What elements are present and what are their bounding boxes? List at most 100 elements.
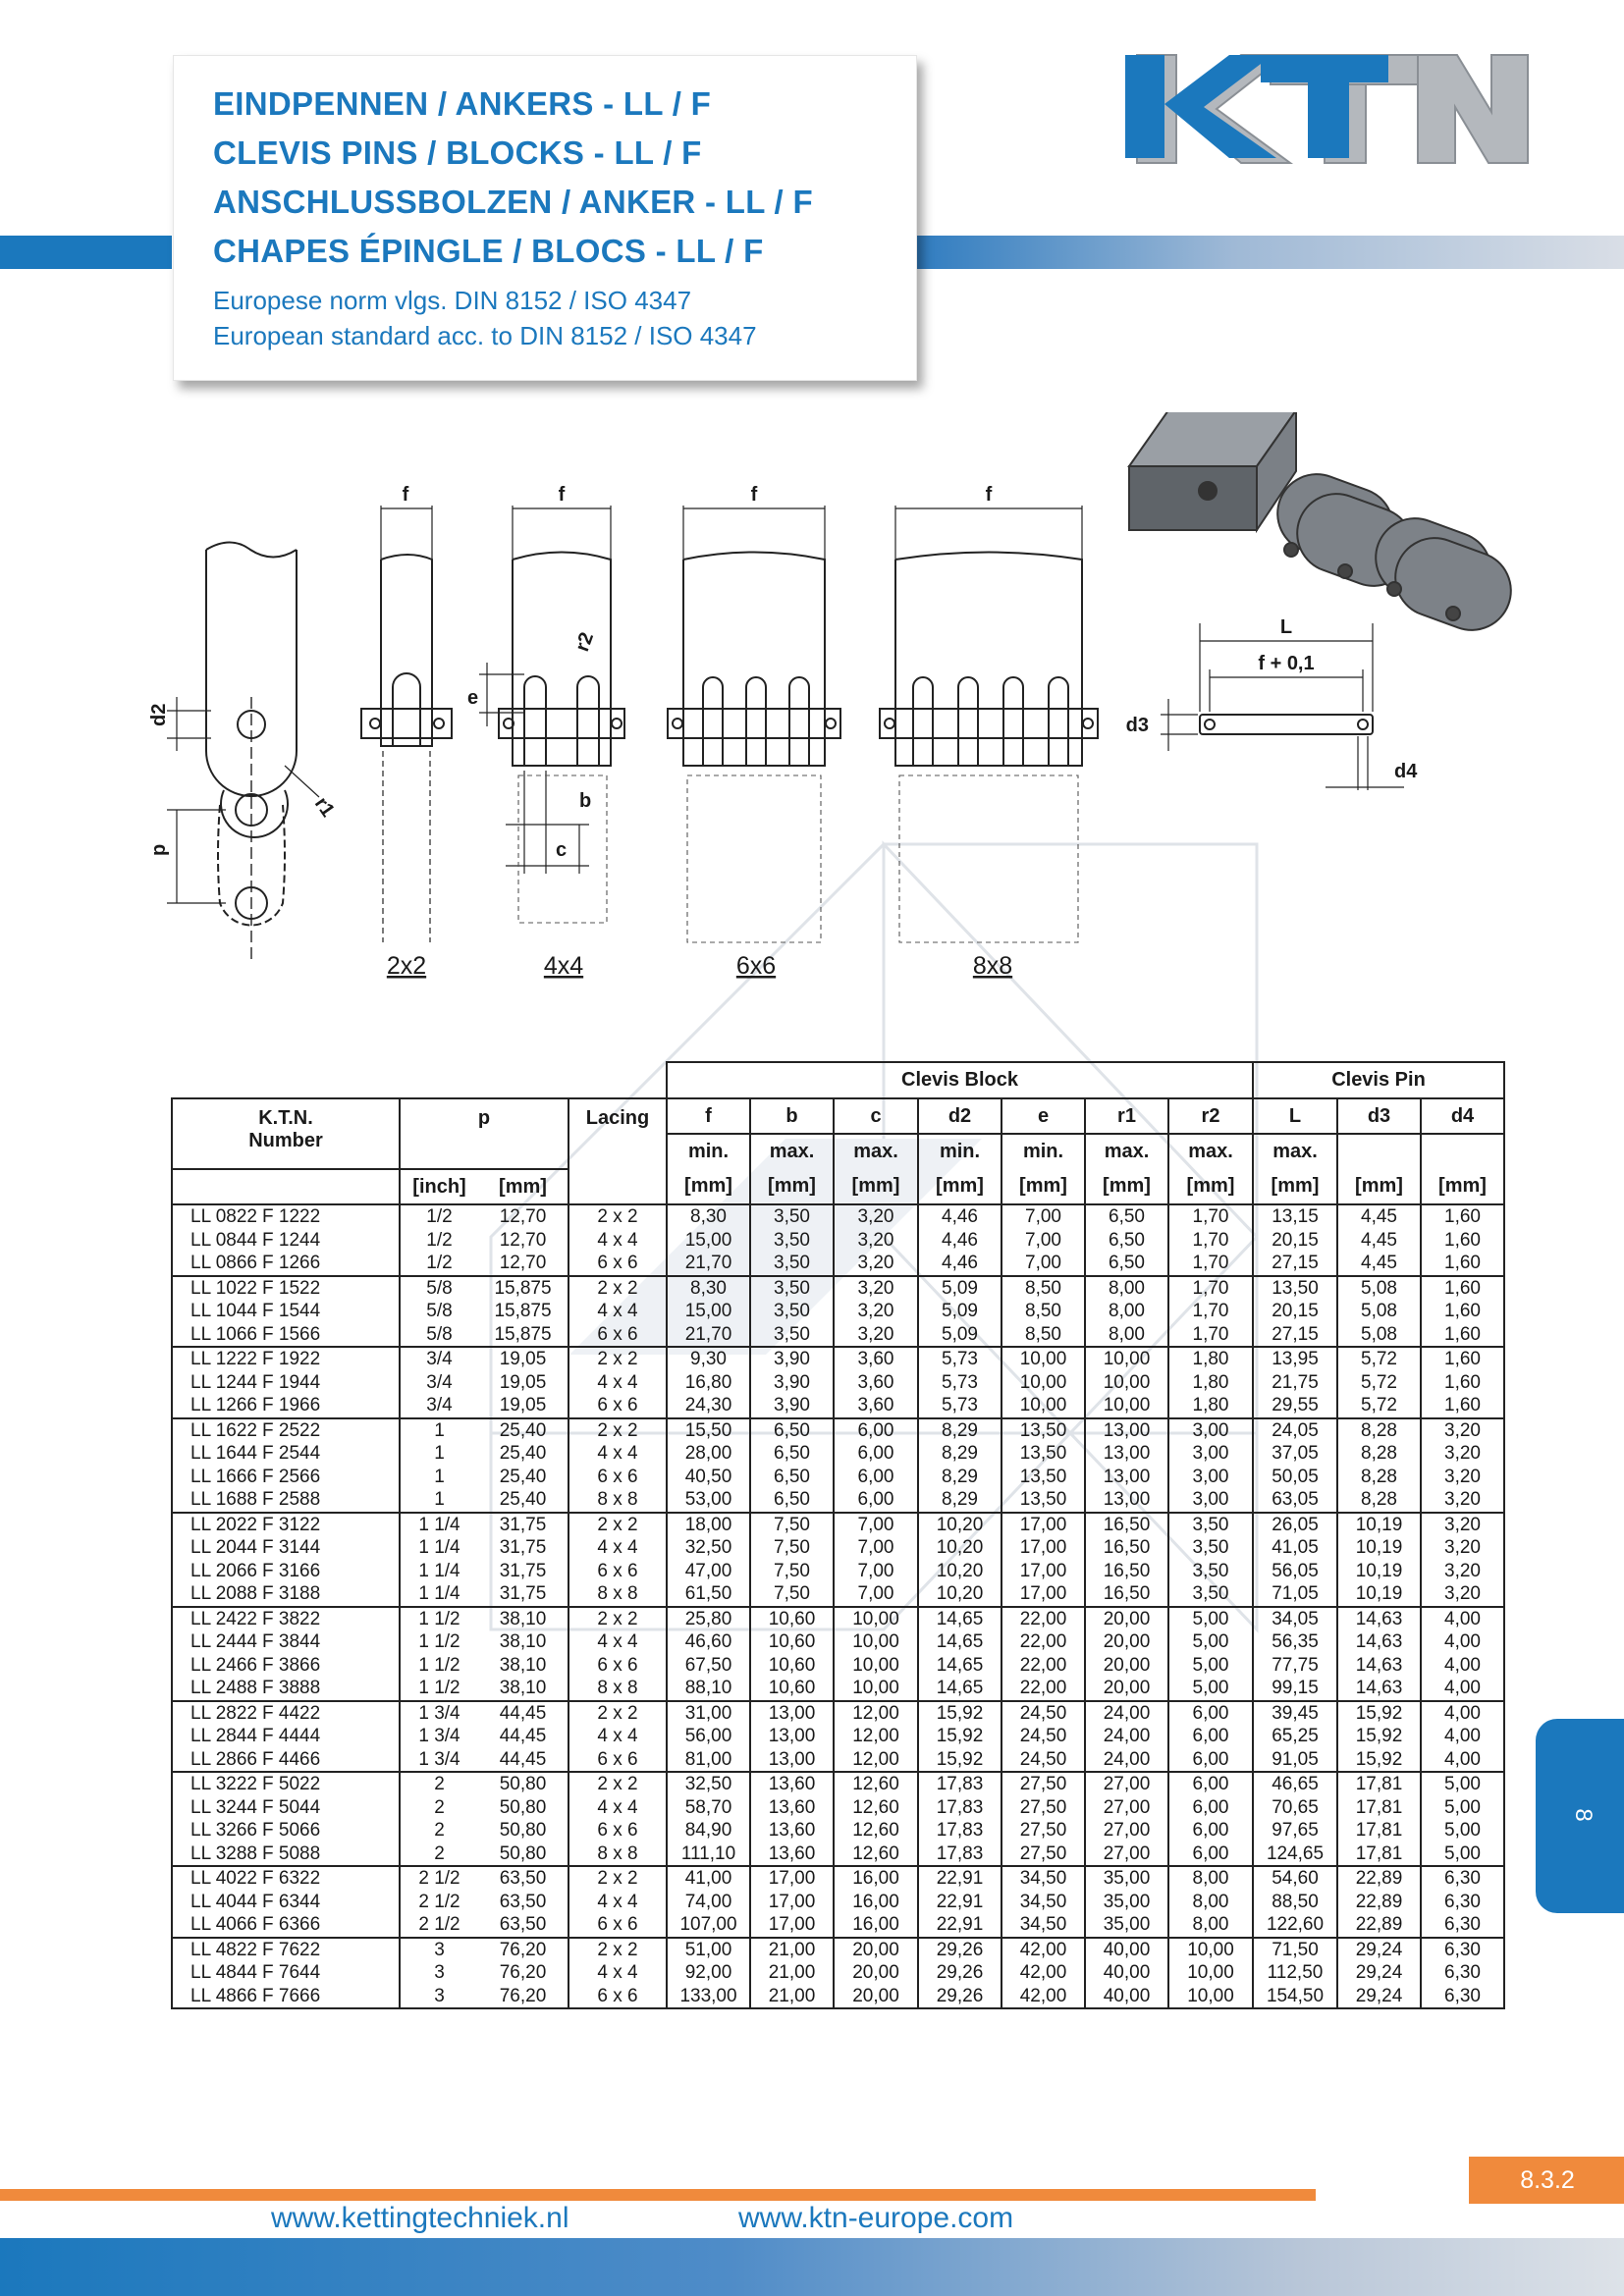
cell-r2: 10,00 [1168,1961,1254,1985]
cell-c: 12,60 [834,1842,919,1866]
cell-r1: 13,00 [1085,1442,1169,1466]
cell-p-mm: 50,80 [478,1819,569,1842]
cell-d4: 3,20 [1421,1559,1505,1582]
cell-lacing: 2 x 2 [568,1771,668,1796]
cell-b: 13,00 [750,1725,835,1748]
cell-d2: 22,91 [918,1890,1002,1913]
cell-l: 77,75 [1253,1653,1338,1677]
cell-e: 10,00 [1001,1394,1086,1418]
cell-f-number: F 7622 [260,1936,401,1961]
cell-d3: 29,24 [1337,1961,1422,1985]
cell-p-inch: 2 [400,1771,478,1796]
cell-p-inch: 2 [434,1842,445,1864]
header-f: f [666,1097,751,1135]
cell-d4: 6,30 [1421,1961,1505,1985]
cell-f: 51,00 [667,1936,751,1961]
cell-ll-number: LL 1222 [171,1346,260,1371]
cell-lacing: 6 x 6 [568,1465,668,1488]
cell-b: 3,90 [750,1346,835,1371]
cell-f-number: F 7666 [260,1984,401,2009]
cell-f-number: F 3122 [260,1511,401,1536]
cell-p-mm: 76,20 [478,1961,569,1985]
cell-e: 34,50 [1001,1865,1086,1891]
cell-r1: 10,00 [1085,1346,1169,1371]
cell-e: 24,50 [1001,1725,1086,1748]
cell-f: 53,00 [667,1488,751,1513]
cell-d3: 17,81 [1337,1771,1422,1796]
top-band-right [913,236,1624,269]
cell-lacing: 2 x 2 [568,1936,668,1961]
cell-p-inch: 1 1/2 [400,1605,478,1630]
cell-d4: 1,60 [1421,1300,1505,1323]
cell-f-number: F 3166 [260,1559,401,1582]
cell-f-number: F 2544 [260,1442,401,1466]
cell-r1: 20,00 [1085,1653,1169,1677]
cell-p-inch: 1/2 [426,1253,453,1274]
cell-ll-number: LL 3222 [171,1771,260,1796]
cell-d4: 5,00 [1421,1795,1505,1819]
cell-f-number: F 3822 [260,1605,401,1630]
cell-c: 16,00 [834,1865,919,1891]
cell-p-mm: 12,70 [478,1204,569,1229]
cell-ll-number: LL 0866 [171,1252,260,1276]
cell-c: 6,00 [834,1442,919,1466]
cell-r1: 13,00 [1085,1488,1169,1513]
label-f-plus: f + 0,1 [1258,653,1314,674]
url-kettingtechniek[interactable]: www.kettingtechniek.nl [271,2202,569,2234]
url-ktn-europe[interactable]: www.ktn-europe.com [738,2202,1014,2234]
label-p: p [148,844,170,856]
cell-c: 7,00 [834,1582,919,1607]
header-r1: r1 [1084,1097,1169,1135]
cell-ll-number: LL 2044 [171,1536,260,1560]
cell-p-inch: 5/8 [426,1301,453,1322]
cell-r2: 3,50 [1168,1582,1254,1607]
cell-p-mm: 44,45 [478,1747,569,1772]
cell-b: 10,60 [750,1677,835,1701]
cell-d2: 5,73 [918,1370,1002,1394]
cell-l: 56,35 [1253,1630,1338,1654]
cell-d2: 10,20 [918,1582,1002,1607]
cell-b: 10,60 [750,1605,835,1630]
cell-d3: 5,08 [1337,1300,1422,1323]
cell-ll-number: LL 3288 [171,1842,260,1866]
label-d3: d3 [1126,715,1149,736]
cell-r1: 27,00 [1085,1819,1169,1842]
cell-l: 13,95 [1253,1346,1338,1371]
cell-f: 58,70 [667,1795,751,1819]
cell-f: 41,00 [667,1865,751,1891]
section-tab[interactable]: 8 [1536,1719,1624,1913]
cell-c: 12,00 [834,1725,919,1748]
cell-r2: 3,50 [1168,1536,1254,1560]
cell-f: 133,00 [667,1984,751,2009]
cell-p-inch: 1 [434,1466,445,1487]
cell-d3: 29,24 [1337,1936,1422,1961]
cell-d4: 3,20 [1421,1488,1505,1513]
cell-b: 13,60 [750,1842,835,1866]
cell-c: 3,60 [834,1346,919,1371]
header-limit-r2: max. [1167,1134,1254,1169]
cell-d4: 1,60 [1421,1252,1505,1276]
cell-r2: 1,70 [1168,1322,1254,1347]
cell-d3: 14,63 [1337,1605,1422,1630]
cell-f: 56,00 [667,1725,751,1748]
cell-d4: 5,00 [1421,1819,1505,1842]
cell-d2: 14,65 [918,1677,1002,1701]
cell-f: 15,00 [667,1228,751,1252]
cell-d2: 8,29 [918,1442,1002,1466]
cell-r2: 5,00 [1168,1605,1254,1630]
cell-p-mm: 31,75 [478,1582,569,1607]
cell-r2: 6,00 [1168,1725,1254,1748]
section-tab-label: 8 [1570,1808,1597,1822]
cell-p-inch: 1 1/4 [400,1511,478,1536]
cell-ll-number: LL 2444 [171,1630,260,1654]
cell-l: 91,05 [1253,1747,1338,1772]
cell-p-mm: 44,45 [478,1725,569,1748]
cell-d2: 4,46 [918,1252,1002,1276]
cell-p-inch: 1 3/4 [418,1726,460,1747]
cell-r2: 8,00 [1168,1913,1254,1938]
cell-c: 12,60 [834,1771,919,1796]
